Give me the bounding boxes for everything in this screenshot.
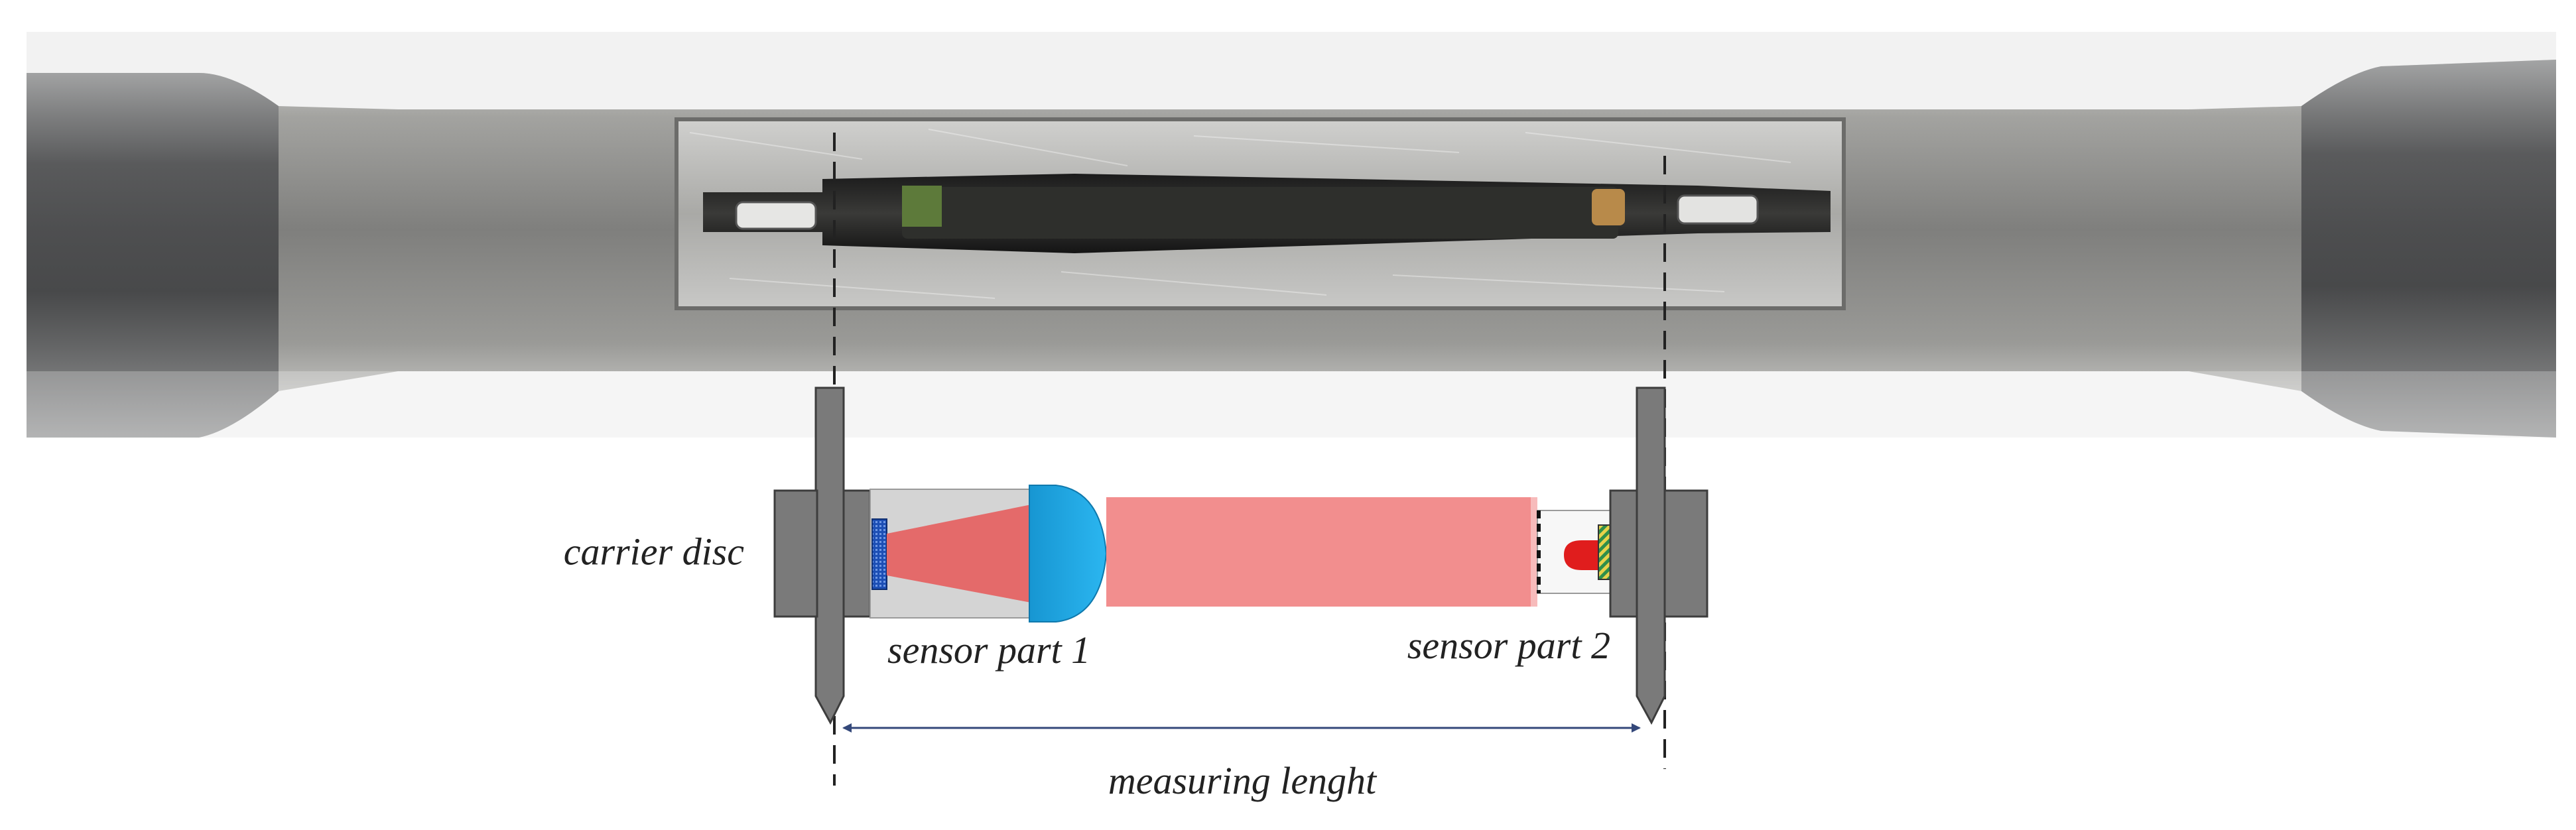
left-carrier-disc-collar [842, 489, 871, 618]
led-board [1598, 524, 1611, 580]
lens [1029, 485, 1108, 622]
embedded-sensor-green-part [902, 186, 942, 227]
carrier-disc-label: carrier disc [564, 530, 745, 573]
specimen-bar [27, 32, 2556, 438]
left-carrier-disc-hub [773, 489, 818, 618]
led-emitter [1564, 540, 1598, 570]
collimated-beam-edge [1531, 497, 1537, 607]
bar-left-shoulder [27, 73, 279, 438]
right-carrier-disc-collar [1609, 489, 1638, 618]
sensor-part-1-label: sensor part 1 [887, 628, 1090, 672]
sensor-part-2-label: sensor part 2 [1407, 624, 1610, 667]
right-carrier-disc-plate [1636, 386, 1666, 725]
measuring-length-label: measuring lenght [1108, 759, 1378, 802]
collimated-beam [1106, 497, 1531, 607]
embedded-sensor-body [902, 187, 1618, 239]
bar-bottom-glare [27, 371, 2556, 438]
detector-array [871, 518, 887, 590]
converging-beam [887, 504, 1035, 603]
left-carrier-disc-plate [814, 386, 845, 725]
pocket-scratches [689, 129, 1791, 299]
bar-right-shoulder [2301, 60, 2556, 438]
right-carrier-disc-hub [1663, 489, 1708, 618]
right-screw [1677, 194, 1759, 225]
left-screw [735, 201, 817, 230]
embedded-sensor-gold-part [1592, 189, 1625, 225]
sensor-schematic [773, 386, 1708, 733]
